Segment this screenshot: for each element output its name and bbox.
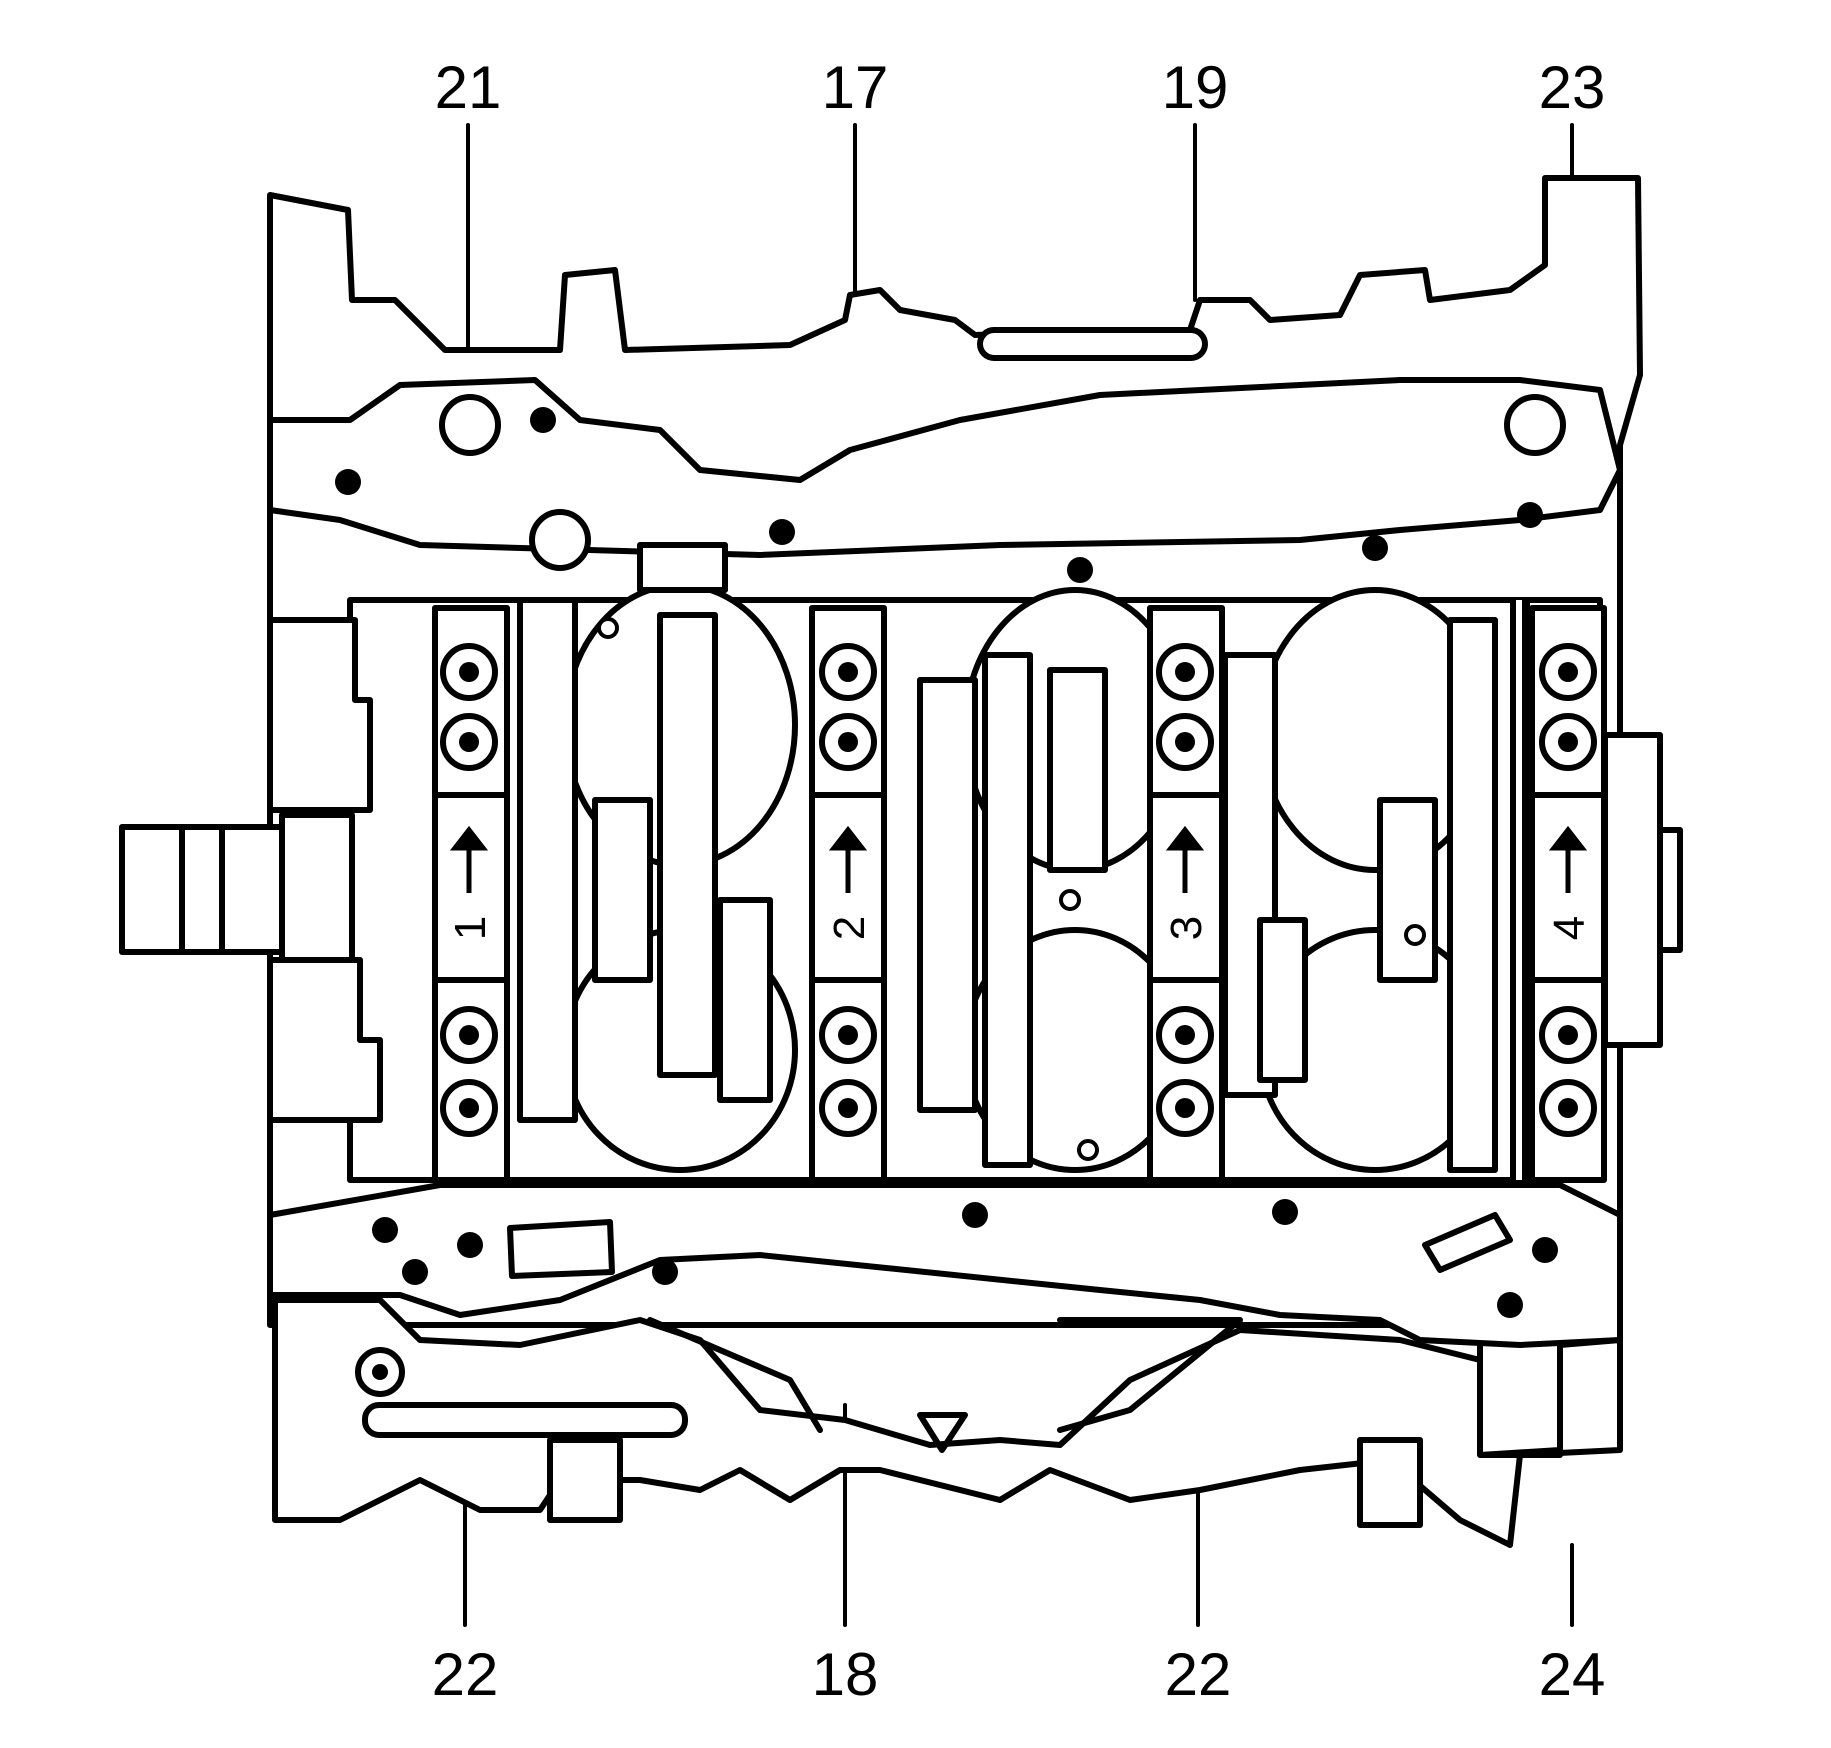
flange-bolts <box>335 394 1566 1318</box>
engine-block <box>119 175 1683 1548</box>
callouts-top: 21 17 19 23 <box>435 54 1606 121</box>
crankshaft <box>517 582 1498 1173</box>
callout-24: 24 <box>1539 1641 1606 1708</box>
ring-gear <box>1510 600 1530 1180</box>
top-flange <box>267 377 1623 558</box>
oil-galleries <box>355 327 1423 1528</box>
callout-17: 17 <box>822 54 889 121</box>
bearing-cap-2 <box>809 605 887 1183</box>
bearing-cap-4 <box>1529 605 1607 1183</box>
callout-22-left: 22 <box>432 1641 499 1708</box>
oil-pan <box>272 1297 1623 1548</box>
bearing-cap-labels: 1 2 3 4 <box>446 825 1594 940</box>
crank-nose <box>119 824 285 955</box>
callout-19: 19 <box>1162 54 1229 121</box>
callout-21: 21 <box>435 54 502 121</box>
callout-18: 18 <box>812 1641 879 1708</box>
bearing-cap-number-1: 1 <box>446 916 495 940</box>
bearing-cap-number-4: 4 <box>1545 916 1594 940</box>
bearing-cap-1 <box>432 605 510 1183</box>
callout-22-right: 22 <box>1165 1641 1232 1708</box>
rear-seal <box>1602 732 1663 1048</box>
bearing-cap-number-3: 3 <box>1162 916 1211 940</box>
callout-23: 23 <box>1539 54 1606 121</box>
bearing-cap-number-2: 2 <box>825 916 874 940</box>
bearing-cap-3 <box>1147 605 1225 1183</box>
callouts-bottom: 22 18 22 24 <box>432 1641 1606 1708</box>
